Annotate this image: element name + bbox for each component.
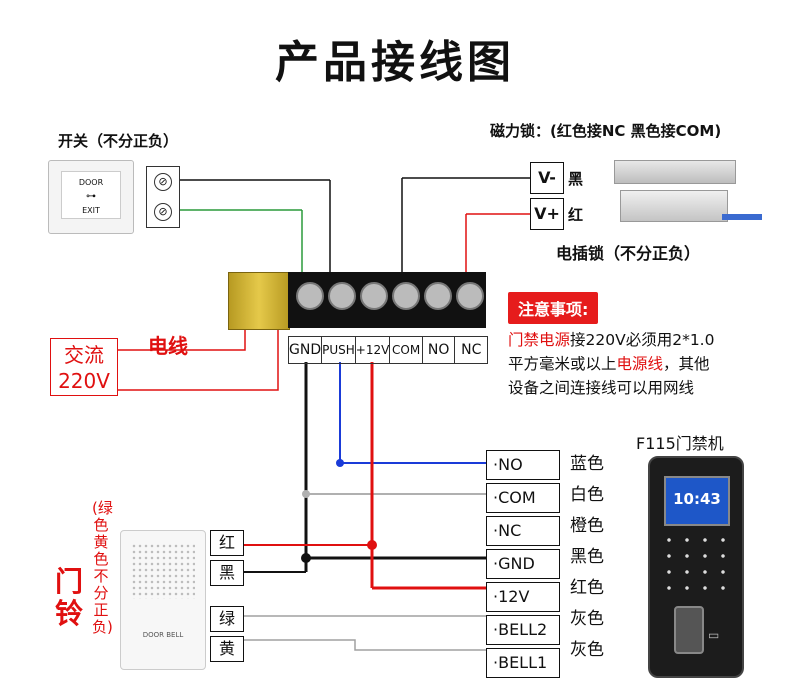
screw-icon: [296, 282, 324, 310]
terminal-label-no: NO: [423, 337, 456, 363]
notice-badge: 注意事项:: [508, 292, 599, 324]
wire-color-white: 白色: [570, 485, 604, 505]
screw-icon: [328, 282, 356, 310]
key-icon: ⊶: [86, 191, 96, 202]
controller-screen: 10:43: [664, 476, 730, 526]
terminal-label-12v: +12V: [356, 337, 391, 363]
terminal-label-gnd: GND: [289, 337, 323, 363]
v-plus-terminal: V+: [530, 198, 564, 230]
ctrl-terminal-nc: ·NC: [486, 516, 560, 546]
wire-color-gray-2: 灰色: [570, 640, 604, 660]
screw-icon: ⊘: [154, 203, 172, 221]
controller-title: F115门禁机: [636, 434, 724, 453]
screw-icon: [456, 282, 484, 310]
controller-wire-colors: 蓝色 白色 橙色 黑色 红色 灰色 灰色: [570, 450, 620, 667]
terminal-block: [288, 272, 486, 328]
doorbell-device: DOOR BELL: [120, 530, 206, 670]
ac-line1: 交流: [64, 343, 104, 367]
v-minus-terminal: V-: [530, 162, 564, 194]
ctrl-terminal-gnd: ·GND: [486, 549, 560, 579]
notice-line2-start: 平方毫米或以上: [508, 355, 617, 373]
exit-switch-face-line2: EXIT: [82, 206, 100, 215]
wire-color-blue: 蓝色: [570, 454, 604, 474]
notice-line2-end: ，其他: [663, 355, 710, 373]
access-controller-device: 10:43 ▭: [648, 456, 744, 678]
doorbell-wire-black: 黑: [210, 560, 244, 586]
ac-220v-box: 交流 220V: [50, 338, 118, 396]
doorbell-wire-labels: 红 黑 绿 黄: [210, 530, 244, 662]
screw-icon: ⊘: [154, 173, 172, 191]
v-plus-color: 红: [568, 206, 584, 224]
notice-line1: 接220V必须用2*1.0: [570, 331, 715, 349]
page-title: 产品接线图: [275, 37, 515, 88]
terminal-label-push: PUSH: [322, 337, 356, 363]
notice-text: 门禁电源接220V必须用2*1.0 平方毫米或以上电源线，其他 设备之间连接线可…: [508, 328, 778, 400]
electric-bolt-lock-image: [620, 190, 728, 222]
screw-icon: [360, 282, 388, 310]
switch-terminal: ⊘ ⊘: [146, 166, 180, 228]
ctrl-terminal-no: ·NO: [486, 450, 560, 480]
wire-color-black: 黑色: [570, 547, 604, 567]
controller-terminal-list: ·NO ·COM ·NC ·GND ·12V ·BELL2 ·BELL1: [486, 450, 560, 678]
ctrl-terminal-bell1: ·BELL1: [486, 648, 560, 678]
clock-display: 10:43: [673, 490, 721, 508]
exit-switch-face-line1: DOOR: [78, 178, 104, 187]
electric-lock-label: 电插锁（不分正负）: [556, 244, 701, 263]
magnetic-lock-image: [614, 160, 736, 184]
doorbell-vertical-note: (绿色黄色不分正负): [92, 499, 113, 636]
terminal-label-com: COM: [390, 337, 423, 363]
ctrl-terminal-com: ·COM: [486, 483, 560, 513]
speaker-grill-icon: [131, 543, 195, 599]
card-reader-icon: ▭: [708, 628, 720, 642]
notice-red-2: 电源线: [616, 355, 664, 373]
ctrl-terminal-bell2: ·BELL2: [486, 615, 560, 645]
keypad-keys: [660, 532, 732, 598]
fingerprint-sensor-icon[interactable]: [674, 606, 704, 654]
screw-icon: [424, 282, 452, 310]
wire-color-orange: 橙色: [570, 516, 604, 536]
ac-line2: 220V: [58, 369, 110, 393]
wire-color-gray-1: 灰色: [570, 609, 604, 629]
exit-switch-label: 开关（不分正负）: [58, 132, 179, 150]
terminal-label-nc: NC: [461, 342, 482, 358]
bolt-wire-icon: [722, 214, 762, 220]
doorbell-label: 门铃: [54, 565, 83, 630]
notice-line3: 设备之间连接线可以用网线: [508, 379, 695, 397]
exit-switch: DOOR ⊶ EXIT: [48, 160, 134, 234]
keypad[interactable]: [660, 532, 732, 598]
v-minus-color: 黑: [568, 170, 584, 188]
doorbell-wire-yellow: 黄: [210, 636, 244, 662]
magnetic-lock-label: 磁力锁：(红色接NC 黑色接COM): [490, 122, 722, 140]
ctrl-terminal-12v: ·12V: [486, 582, 560, 612]
terminal-labels: GND PUSH +12V COM NO NC: [288, 336, 488, 364]
doorbell-wire-red: 红: [210, 530, 244, 556]
doorbell-wire-green: 绿: [210, 606, 244, 632]
notice-red-1: 门禁电源: [508, 331, 571, 349]
power-wire-label: 电线: [148, 334, 188, 358]
doorbell-device-text: DOOR BELL: [142, 631, 184, 639]
wire-color-red: 红色: [570, 578, 604, 598]
screw-icon: [392, 282, 420, 310]
fuse-holder: [228, 272, 290, 330]
